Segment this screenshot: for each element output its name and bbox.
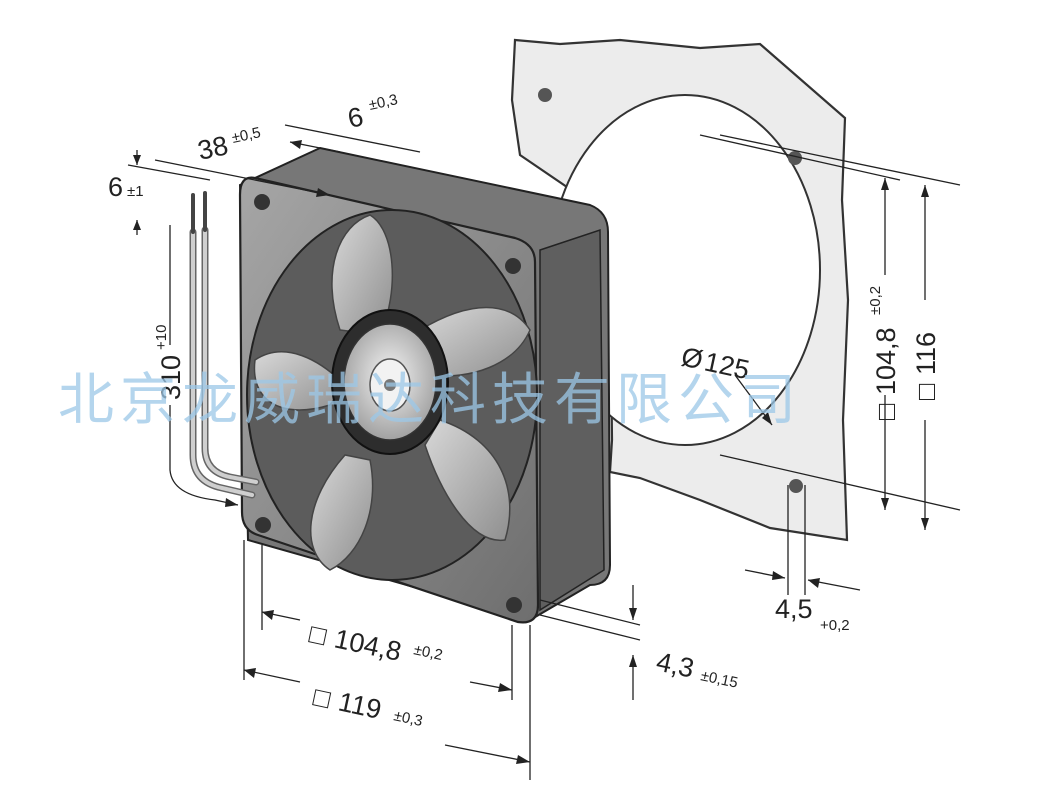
plate-hole-tr [788,151,802,165]
dim-hole-spacing-bottom-tol: ±0,2 [412,641,444,664]
lead-wires [189,191,260,499]
dimension-labels: 38 ±0,5 6 ±0,3 6 ±1 310 +10 Ø 125 □ 104,… [108,91,941,730]
dim-frame-size-value: 119 [336,687,384,725]
dim-hole-spacing-bottom-value: 104,8 [332,624,404,667]
frame-hole-br [506,597,522,613]
frame-hole-tr [505,258,521,274]
dim-lead-strip-tol: ±1 [127,183,144,200]
dim-flange-tol: ±0,3 [367,91,399,114]
dim-depth-value: 38 [195,130,231,166]
dim-flange-value: 6 [345,101,366,133]
dim-hole-spacing-right-value: 104,8 [871,327,901,395]
dim-lead-strip-value: 6 [108,172,123,202]
fan-blades [253,214,531,571]
dim-hole-dia-plate-value: 4,5 [775,594,813,624]
dim-hole-spacing-right-tol: ±0,2 [867,286,884,315]
dim-lead-length-value: 310 [156,355,186,400]
dim-cutout-right-symbol: □ [911,383,941,400]
dim-hole-dia-side-value: 4,3 [654,647,697,684]
dimension-arrows [133,140,929,764]
dim-hole-spacing-right-symbol: □ [871,403,901,420]
dim-hole-dia-plate-tol: +0,2 [820,617,850,634]
plate-hole-br [789,479,803,493]
plate-hole-tl [538,88,552,102]
fan-hub [331,309,449,455]
frame-hole-bl [255,517,271,533]
dim-lead-length-tol: +10 [153,325,170,350]
dim-frame-size-tol: ±0,3 [392,707,424,730]
dim-depth-tol: ±0,5 [230,124,262,147]
dim-cutout-right-value: 116 [911,332,941,375]
dim-hole-spacing-bottom-symbol: □ [307,619,330,652]
dim-frame-size-symbol: □ [311,682,334,715]
frame-hole-tl [254,194,270,210]
dim-hole-dia-side-tol: ±0,15 [699,667,739,691]
